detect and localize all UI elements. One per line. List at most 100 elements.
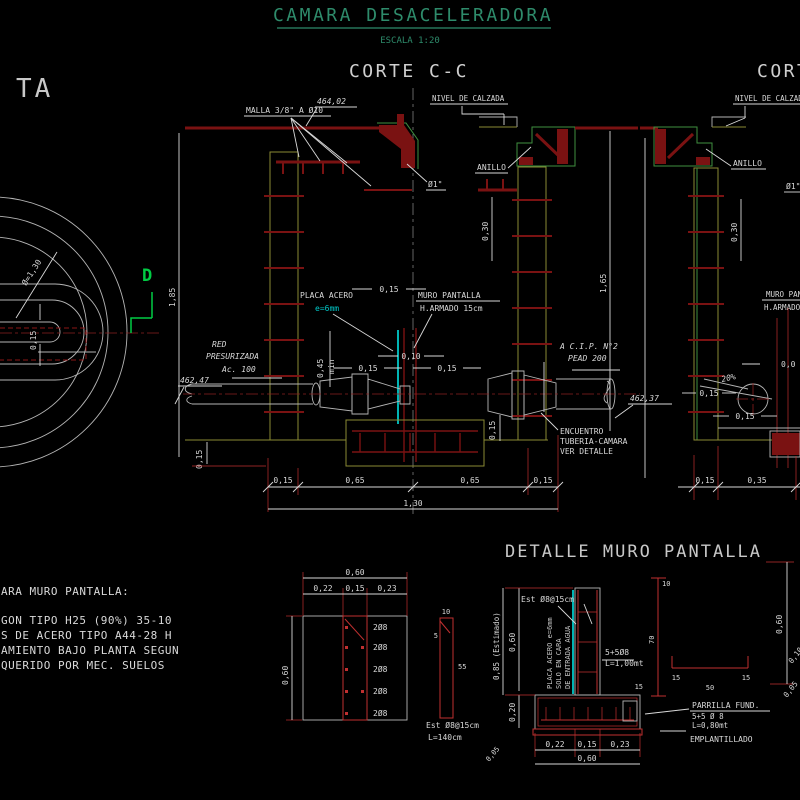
bars-length-label: L=1,00mt bbox=[605, 659, 644, 668]
section-marker-d: D bbox=[130, 266, 153, 333]
elevation-top: 464,02 bbox=[305, 97, 357, 127]
elev-464-02: 464,02 bbox=[317, 97, 346, 106]
main-title-block: CAMARA DESACELERADORA ESCALA 1:20 bbox=[273, 5, 553, 46]
parrilla-label: PARRILLA FUND. bbox=[692, 701, 759, 710]
slope-label: 20% bbox=[721, 372, 737, 384]
dim-0-15-text: 0,15 bbox=[488, 421, 497, 440]
dim-0-30: 0,30 bbox=[481, 197, 493, 261]
dim-0-45-text: 0,45 bbox=[316, 359, 325, 378]
label-muro-pantalla: MURO PANTALLA H.ARMADO 15cm bbox=[413, 291, 500, 349]
acip-label: A C.I.P. N°2 bbox=[559, 342, 618, 351]
dim-0-20-text: 0,20 bbox=[508, 703, 517, 722]
bent-10-label: 10 bbox=[662, 580, 670, 588]
tuberia-camara-label: TUBERIA-CAMARA bbox=[560, 437, 628, 446]
ver-detalle-label: VER DETALLE bbox=[560, 447, 613, 456]
elev-462-47: 462,47 bbox=[180, 376, 209, 385]
dim-partial-right: 0,0 bbox=[742, 360, 796, 369]
dim-0-65-text: 0,65 bbox=[460, 476, 479, 485]
footing bbox=[185, 419, 548, 467]
slope-and-pipe: 20% bbox=[699, 372, 773, 415]
label-muro-right: MURO PANTALLA H.ARMADO bbox=[762, 290, 800, 312]
bent-15-label: 15 bbox=[742, 674, 750, 682]
dim-0-15-text: 0,15 bbox=[735, 412, 754, 421]
note-line: ARA MURO PANTALLA: bbox=[1, 585, 129, 598]
plan-width-dim: 0,15 bbox=[29, 304, 41, 366]
plan-horseshoe-inner bbox=[0, 299, 85, 365]
stirrup-detail: 10 5 55 Est Ø8@15cm L=140cm bbox=[426, 608, 479, 742]
bent-15-label: 15 bbox=[635, 683, 643, 691]
dim-0-30-text: 0,30 bbox=[730, 223, 739, 242]
ac100-label: Ac. 100 bbox=[221, 365, 256, 374]
placa-rotated-label: PLACA ACERO e=6mm bbox=[546, 617, 554, 689]
plan-hidden-rect bbox=[0, 327, 87, 361]
dim-mid-0-15-left: 0,15 bbox=[334, 364, 402, 373]
dim-1-65: 1,65 bbox=[599, 274, 608, 293]
dim-0-23-text: 0,23 bbox=[377, 584, 396, 593]
parrilla-length-label: L=0,80mt bbox=[692, 721, 728, 730]
dim-1-30-text: 1,30 bbox=[403, 499, 422, 508]
dim-bottom-row: 0,15 0,65 0,65 0,15 1,30 bbox=[262, 435, 564, 512]
dim-0-15-text: 0,15 bbox=[345, 584, 364, 593]
dim-0-15-text: 0,15 bbox=[699, 389, 718, 398]
dim-0-45-min: 0,45 min bbox=[316, 331, 336, 387]
dim-wall-0-15: 0,15 bbox=[682, 389, 736, 398]
muro-pantalla-label: MURO PANTALLA bbox=[418, 291, 481, 300]
plan-title-partial: TA bbox=[16, 74, 53, 104]
elevation-right: 462,37 bbox=[614, 394, 672, 419]
encuentro-label: ENCUENTRO bbox=[560, 427, 604, 436]
dim-0-22-text: 0,22 bbox=[545, 740, 564, 749]
drawing-title: CAMARA DESACELERADORA bbox=[273, 5, 553, 26]
malla-label: MALLA 3/8" A Ø10 bbox=[246, 105, 323, 115]
dim-1-85: 1,85 bbox=[168, 288, 177, 307]
stirrup-10-label: 10 bbox=[442, 608, 450, 616]
dim-mid-0-15-right: 0,15 bbox=[413, 364, 481, 373]
dim-0-10-text: 0,10 bbox=[786, 645, 800, 665]
stirrup-5-label: 5 bbox=[434, 632, 438, 640]
bar-2d8-label: 2Ø8 bbox=[373, 622, 388, 632]
chamber-walls bbox=[264, 151, 552, 441]
phi1-label: Ø1" bbox=[786, 181, 800, 191]
bar-2d8-label: 2Ø8 bbox=[373, 664, 388, 674]
right-edge-dims: 0,60 0,10 0,05 bbox=[766, 561, 800, 699]
plan-inner-circle bbox=[0, 236, 88, 428]
parrilla-bars-label: 5+5 Ø 8 bbox=[692, 712, 724, 721]
phi1-label: Ø1" bbox=[428, 179, 442, 189]
dim-0-15-text: 0,15 bbox=[379, 285, 398, 294]
plan-view: TA Ø=1,30 0,15 bbox=[0, 74, 160, 468]
label-malla: MALLA 3/8" A Ø10 bbox=[244, 105, 372, 187]
note-line: S DE ACERO TIPO A44-28 H bbox=[1, 629, 172, 642]
dim-partial-text: 0,0 bbox=[781, 360, 796, 369]
elev-462-37: 462,37 bbox=[630, 394, 659, 403]
placa-rotated-label: DE ENTRADA AGUA bbox=[564, 625, 572, 689]
dim-0-85-text: 0,85 (Estimado) bbox=[492, 612, 501, 680]
detalle: DETALLE MURO PANTALLA ARA MURO PANTALLA:… bbox=[1, 542, 800, 765]
pipes bbox=[183, 370, 640, 420]
road-and-ring bbox=[185, 114, 638, 169]
placa-acero-label: PLACA ACERO bbox=[300, 291, 353, 300]
presurizada-label: PRESURIZADA bbox=[206, 352, 259, 361]
label-encuentro: ENCUENTRO TUBERIA-CAMARA VER DETALLE bbox=[540, 412, 628, 456]
dim-0-15-text: 0,15 bbox=[273, 476, 292, 485]
bent-50-label: 50 bbox=[706, 684, 714, 692]
corte-cc: CORTE C-C bbox=[168, 61, 672, 514]
dim-0-15-text: 0,15 bbox=[437, 364, 456, 373]
dim-0-23-text: 0,23 bbox=[610, 740, 629, 749]
dim-0-60-text: 0,60 bbox=[775, 615, 784, 634]
bent-15-label: 15 bbox=[672, 674, 680, 682]
dim-0-60-text: 0,60 bbox=[281, 666, 290, 685]
emplantillado-label: EMPLANTILLADO bbox=[690, 735, 753, 744]
dim-0-30-right: 0,30 bbox=[730, 199, 742, 261]
dim-0-30-text: 0,30 bbox=[481, 222, 490, 241]
dim-0-15-text: 0,15 bbox=[695, 476, 714, 485]
notes-block: ARA MURO PANTALLA: GON TIPO H25 (90%) 35… bbox=[1, 585, 179, 672]
label-nivel-calzada: NIVEL DE CALZADA bbox=[430, 94, 508, 125]
dim-width-text: 0,15 bbox=[29, 331, 38, 350]
dim-bottom-right: 0,15 0,35 bbox=[678, 446, 800, 500]
drawing-scale: ESCALA 1:20 bbox=[380, 36, 440, 46]
dim-left-height: 1,85 bbox=[168, 133, 180, 457]
label-anillo: ANILLO bbox=[475, 146, 532, 174]
label-phi1: Ø1" bbox=[406, 163, 446, 191]
dim-0-60-text: 0,60 bbox=[508, 633, 517, 652]
dim-floor-0-15: 0,15 bbox=[192, 442, 266, 469]
